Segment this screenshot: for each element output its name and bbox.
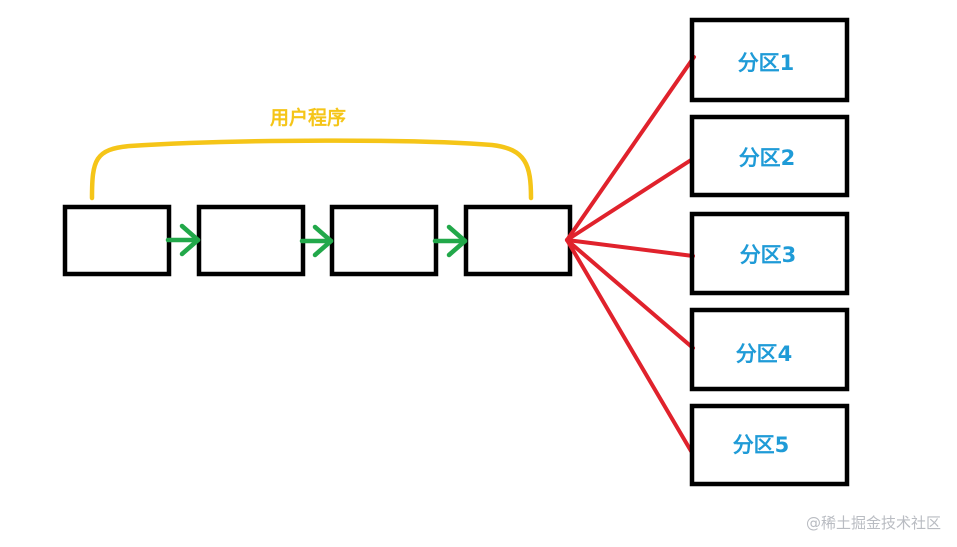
program-label: 用户程序 [270, 106, 346, 129]
partition-4: 分区4 [689, 307, 850, 392]
partition-label: 分区4 [736, 342, 793, 366]
watermark: @稀土掘金技术社区 [805, 514, 941, 532]
partition-links [565, 55, 696, 453]
program-bracket [89, 138, 534, 201]
flow-arrow-2 [299, 224, 334, 258]
partition-2: 分区2 [689, 114, 850, 198]
pipeline-box-3 [329, 204, 439, 277]
partition-label: 分区1 [738, 51, 795, 75]
partition-label: 分区5 [733, 433, 790, 457]
partition-link-1 [565, 55, 696, 242]
pipeline-box-4 [463, 204, 573, 277]
pipeline-box-2 [196, 204, 306, 277]
partition-label: 分区3 [740, 243, 797, 267]
flow-arrows [165, 223, 468, 258]
partition-link-2 [565, 158, 693, 242]
flow-arrow-1 [165, 223, 201, 257]
partition-link-5 [565, 238, 693, 453]
partition-1: 分区1 [689, 17, 850, 103]
partition-3: 分区3 [689, 211, 850, 296]
partition-link-4 [565, 238, 695, 350]
flow-arrow-3 [432, 224, 468, 258]
partition-label: 分区2 [739, 146, 796, 170]
partition-link-3 [565, 238, 695, 258]
partition-5: 分区5 [689, 403, 850, 487]
partitions: 分区1 分区2 分区3 分区4 分区5 [689, 17, 850, 487]
pipeline-box-1 [62, 204, 172, 277]
